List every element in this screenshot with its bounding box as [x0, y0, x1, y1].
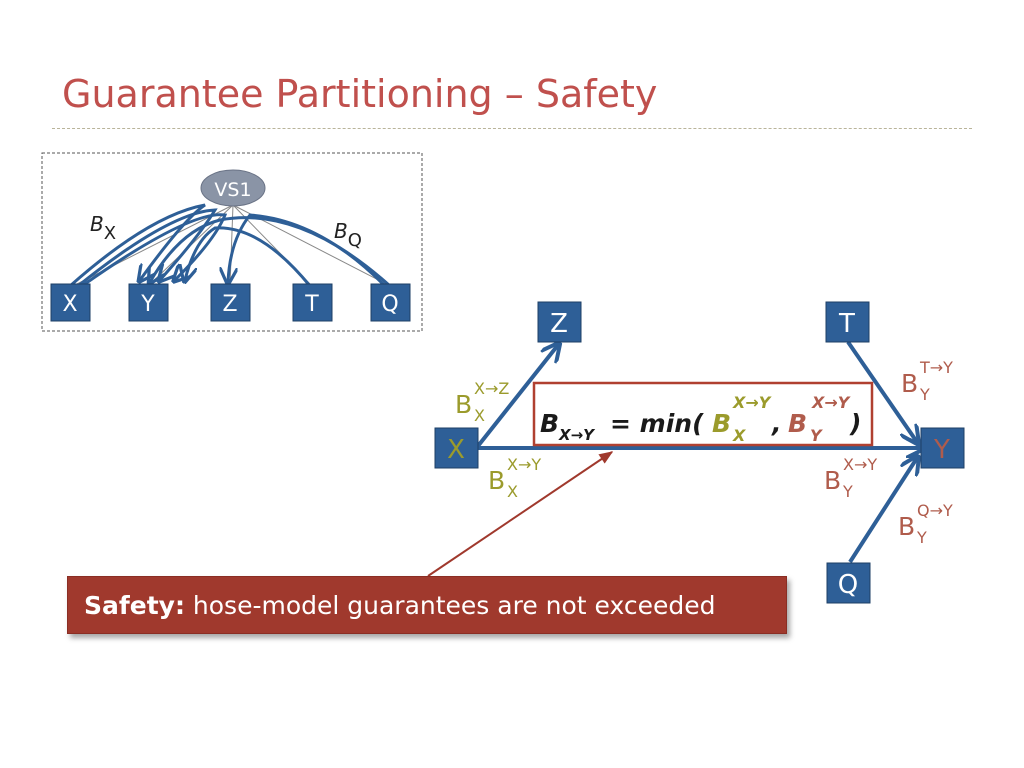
inset-border — [41, 152, 423, 332]
node-x: X — [434, 427, 479, 469]
label-b-y-ty: B Y T→Y — [901, 358, 953, 404]
node-q: Q — [826, 562, 871, 604]
node-t: T — [825, 301, 870, 343]
svg-text:X: X — [62, 292, 77, 317]
svg-text:T→Y: T→Y — [919, 358, 953, 377]
label-b-y-xy: B Y X→Y — [824, 455, 877, 501]
svg-text:X: X — [447, 435, 465, 465]
svg-text:X→Y: X→Y — [732, 393, 772, 412]
svg-text:Q→Y: Q→Y — [917, 501, 953, 520]
svg-text:X→Y: X→Y — [558, 426, 596, 444]
edge-q-y — [848, 458, 917, 564]
svg-text:X→Y: X→Y — [507, 455, 541, 474]
flow-x-z — [81, 213, 228, 288]
callout-pointer — [427, 451, 614, 577]
inset-node-q: Q — [370, 283, 411, 322]
label-b-x-xy: B X X→Y — [488, 455, 541, 501]
svg-text:,: , — [771, 409, 782, 438]
svg-text:Q: Q — [838, 570, 858, 600]
svg-text:B: B — [824, 466, 841, 495]
inset-node-t: T — [292, 283, 333, 322]
svg-text:= min(: = min( — [610, 409, 704, 438]
svg-text:Y: Y — [810, 426, 823, 445]
main-diagram: B X→Y = min( B X X→Y , B Y X→Y ) X Z — [427, 301, 965, 604]
inset-bx-label: BX — [90, 212, 116, 244]
safety-callout-text: hose-model guarantees are not exceeded — [184, 591, 716, 620]
node-y: Y — [920, 427, 965, 469]
svg-text:B: B — [540, 409, 559, 438]
svg-text:B: B — [898, 512, 915, 541]
svg-text:X→Y: X→Y — [811, 393, 851, 412]
formula: B X→Y = min( B X X→Y , B Y X→Y ) — [540, 393, 861, 445]
svg-text:Y: Y — [916, 528, 927, 547]
edge-x-z — [476, 345, 558, 448]
svg-text:Y: Y — [933, 435, 950, 465]
inset-node-x: X — [50, 283, 91, 322]
safety-callout: Safety: hose-model guarantees are not ex… — [67, 576, 787, 634]
svg-text:X→Z: X→Z — [474, 379, 509, 398]
formula-box — [532, 381, 874, 447]
vs1-node — [200, 169, 266, 207]
safety-callout-bold: Safety: — [84, 591, 185, 620]
svg-text:B: B — [488, 466, 505, 495]
slide-title: Guarantee Partitioning – Safety — [62, 72, 658, 116]
flow-q-y — [150, 216, 392, 286]
svg-text:B: B — [788, 409, 807, 438]
svg-text:X: X — [732, 426, 746, 445]
svg-text:Y: Y — [140, 292, 155, 317]
label-b-x-xz: B X X→Z — [455, 379, 509, 425]
inset-panel: VS1 X Y Z T Q — [41, 152, 423, 332]
inset-node-y: Y — [128, 283, 169, 322]
label-b-y-qy: B Y Q→Y — [898, 501, 953, 547]
title-divider — [52, 128, 972, 129]
svg-text:X: X — [474, 406, 485, 425]
inset-flows — [69, 203, 392, 288]
svg-text:B: B — [455, 390, 472, 419]
node-z: Z — [537, 301, 582, 343]
svg-text:T: T — [304, 292, 319, 317]
svg-text:Q: Q — [381, 292, 398, 317]
svg-text:B: B — [712, 409, 731, 438]
svg-text:X→Y: X→Y — [843, 455, 877, 474]
edge-t-y — [846, 340, 917, 442]
flow-x-y — [69, 203, 206, 288]
svg-text:Y: Y — [919, 385, 930, 404]
svg-text:B: B — [901, 369, 918, 398]
vs1-label: VS1 — [214, 179, 251, 201]
svg-text:Y: Y — [842, 482, 853, 501]
svg-text:): ) — [849, 409, 861, 438]
flow-t-y — [185, 226, 312, 287]
inset-bq-label: BQ — [334, 219, 362, 251]
svg-text:Z: Z — [222, 292, 237, 317]
svg-text:Z: Z — [550, 309, 568, 339]
svg-text:X: X — [507, 482, 518, 501]
inset-node-z: Z — [210, 283, 251, 322]
svg-text:T: T — [838, 309, 855, 339]
flow-x-y2 — [77, 208, 218, 288]
